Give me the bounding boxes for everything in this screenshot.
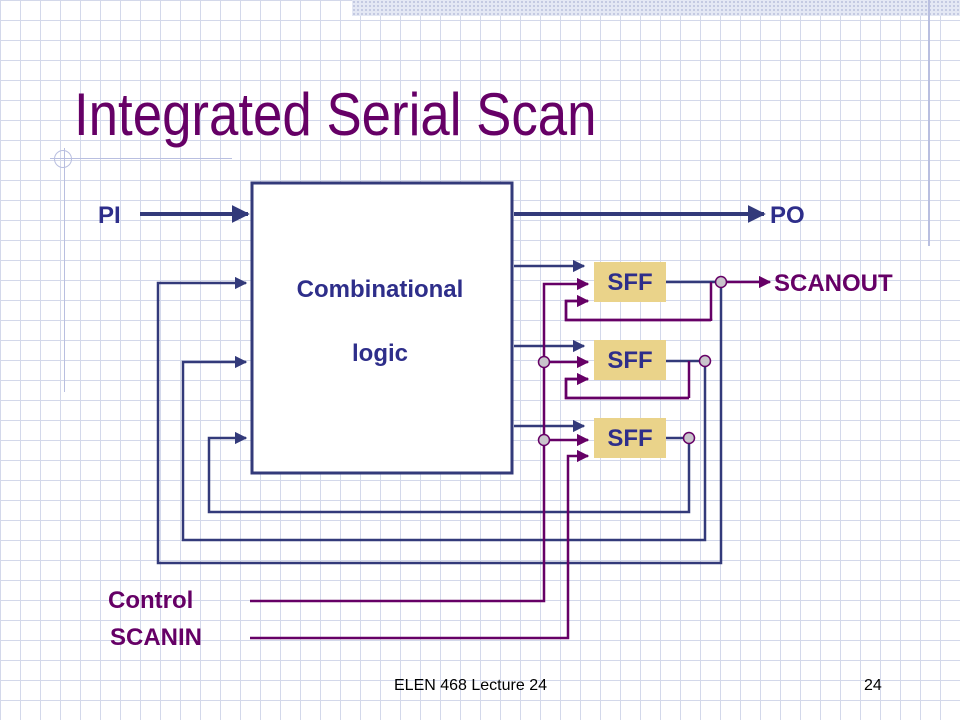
scan-link-2 bbox=[564, 372, 689, 400]
logic-block-label-line2: logic bbox=[352, 340, 408, 367]
sff-box-1 bbox=[594, 262, 666, 302]
scan-chain-links bbox=[564, 294, 711, 400]
sff-label-1: SFF bbox=[607, 269, 652, 296]
scanin-label: SCANIN bbox=[110, 624, 202, 651]
pi-label: PI bbox=[98, 202, 121, 229]
junction-dot-sff3-in bbox=[537, 433, 551, 447]
scanout-label: SCANOUT bbox=[774, 270, 893, 297]
feedback-wire-2 bbox=[181, 355, 707, 542]
sff-box-3 bbox=[594, 418, 666, 458]
sff-label-2: SFF bbox=[607, 347, 652, 374]
sff-label-3: SFF bbox=[607, 425, 652, 452]
title-underline-rule bbox=[50, 158, 232, 159]
footer-text: ELEN 468 Lecture 24 bbox=[394, 677, 547, 694]
left-decorative-rule bbox=[64, 148, 65, 392]
scan-link-risers bbox=[687, 282, 713, 398]
junction-dot-scanout bbox=[714, 275, 728, 289]
logic-to-sff-wires bbox=[514, 259, 586, 433]
junction-dot-sff2-out bbox=[698, 354, 712, 368]
slide-title: Integrated Serial Scan bbox=[74, 81, 597, 148]
sff-box-2 bbox=[594, 340, 666, 380]
combinational-logic-block bbox=[250, 181, 514, 475]
title-ring-ornament bbox=[54, 150, 72, 168]
junction-dot-sff3-out bbox=[682, 431, 696, 445]
scan-link-1 bbox=[564, 294, 711, 322]
control-label: Control bbox=[108, 587, 193, 614]
top-decorative-band bbox=[352, 0, 960, 16]
right-decorative-rule bbox=[928, 0, 930, 246]
junction-dot-sff2-in bbox=[537, 355, 551, 369]
scanin-wire bbox=[250, 449, 590, 640]
junction-dots bbox=[537, 275, 728, 447]
page-number: 24 bbox=[864, 677, 882, 694]
po-label: PO bbox=[770, 202, 805, 229]
logic-block-label-line1: Combinational bbox=[297, 276, 464, 303]
